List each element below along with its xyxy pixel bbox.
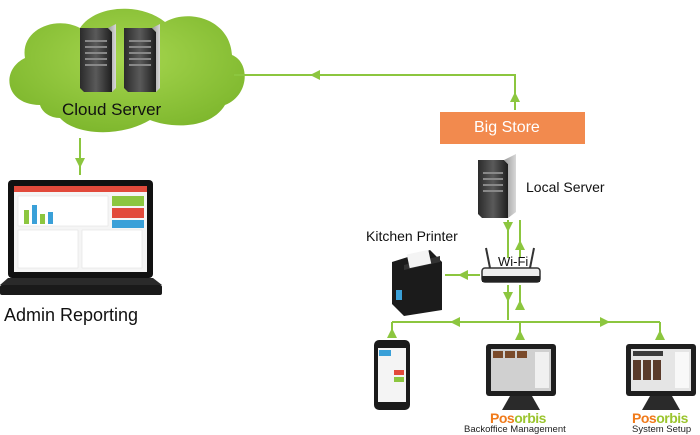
server-icon	[80, 24, 116, 92]
backoffice-label: Backoffice Management	[464, 424, 566, 435]
brand-part2: orbis	[514, 410, 546, 426]
server-icon	[124, 24, 160, 92]
kitchen-printer-label: Kitchen Printer	[366, 228, 458, 244]
arrowheads	[75, 70, 665, 340]
server-icon	[478, 154, 516, 218]
admin-reporting-label: Admin Reporting	[4, 305, 139, 325]
system-setup-label: System Setup	[632, 424, 692, 435]
local-server-label: Local Server	[526, 179, 605, 195]
brand-part2: orbis	[656, 410, 688, 426]
brand-logo: Posorbis	[632, 410, 688, 426]
brand-part1: Pos	[632, 410, 657, 426]
cloud-server-label: Cloud Server	[62, 100, 162, 119]
pos-terminal-icon	[626, 344, 696, 410]
receipt-printer-icon	[392, 249, 442, 316]
brand-logo: Posorbis	[490, 410, 546, 426]
router-icon	[481, 247, 541, 283]
smartphone-icon	[374, 340, 410, 410]
brand-part1: Pos	[490, 410, 515, 426]
wifi-label: Wi-Fi	[498, 254, 529, 269]
big-store-box	[440, 112, 585, 144]
laptop-icon	[0, 180, 162, 295]
big-store-label: Big Store	[474, 119, 540, 136]
pos-terminal-icon	[486, 344, 556, 410]
